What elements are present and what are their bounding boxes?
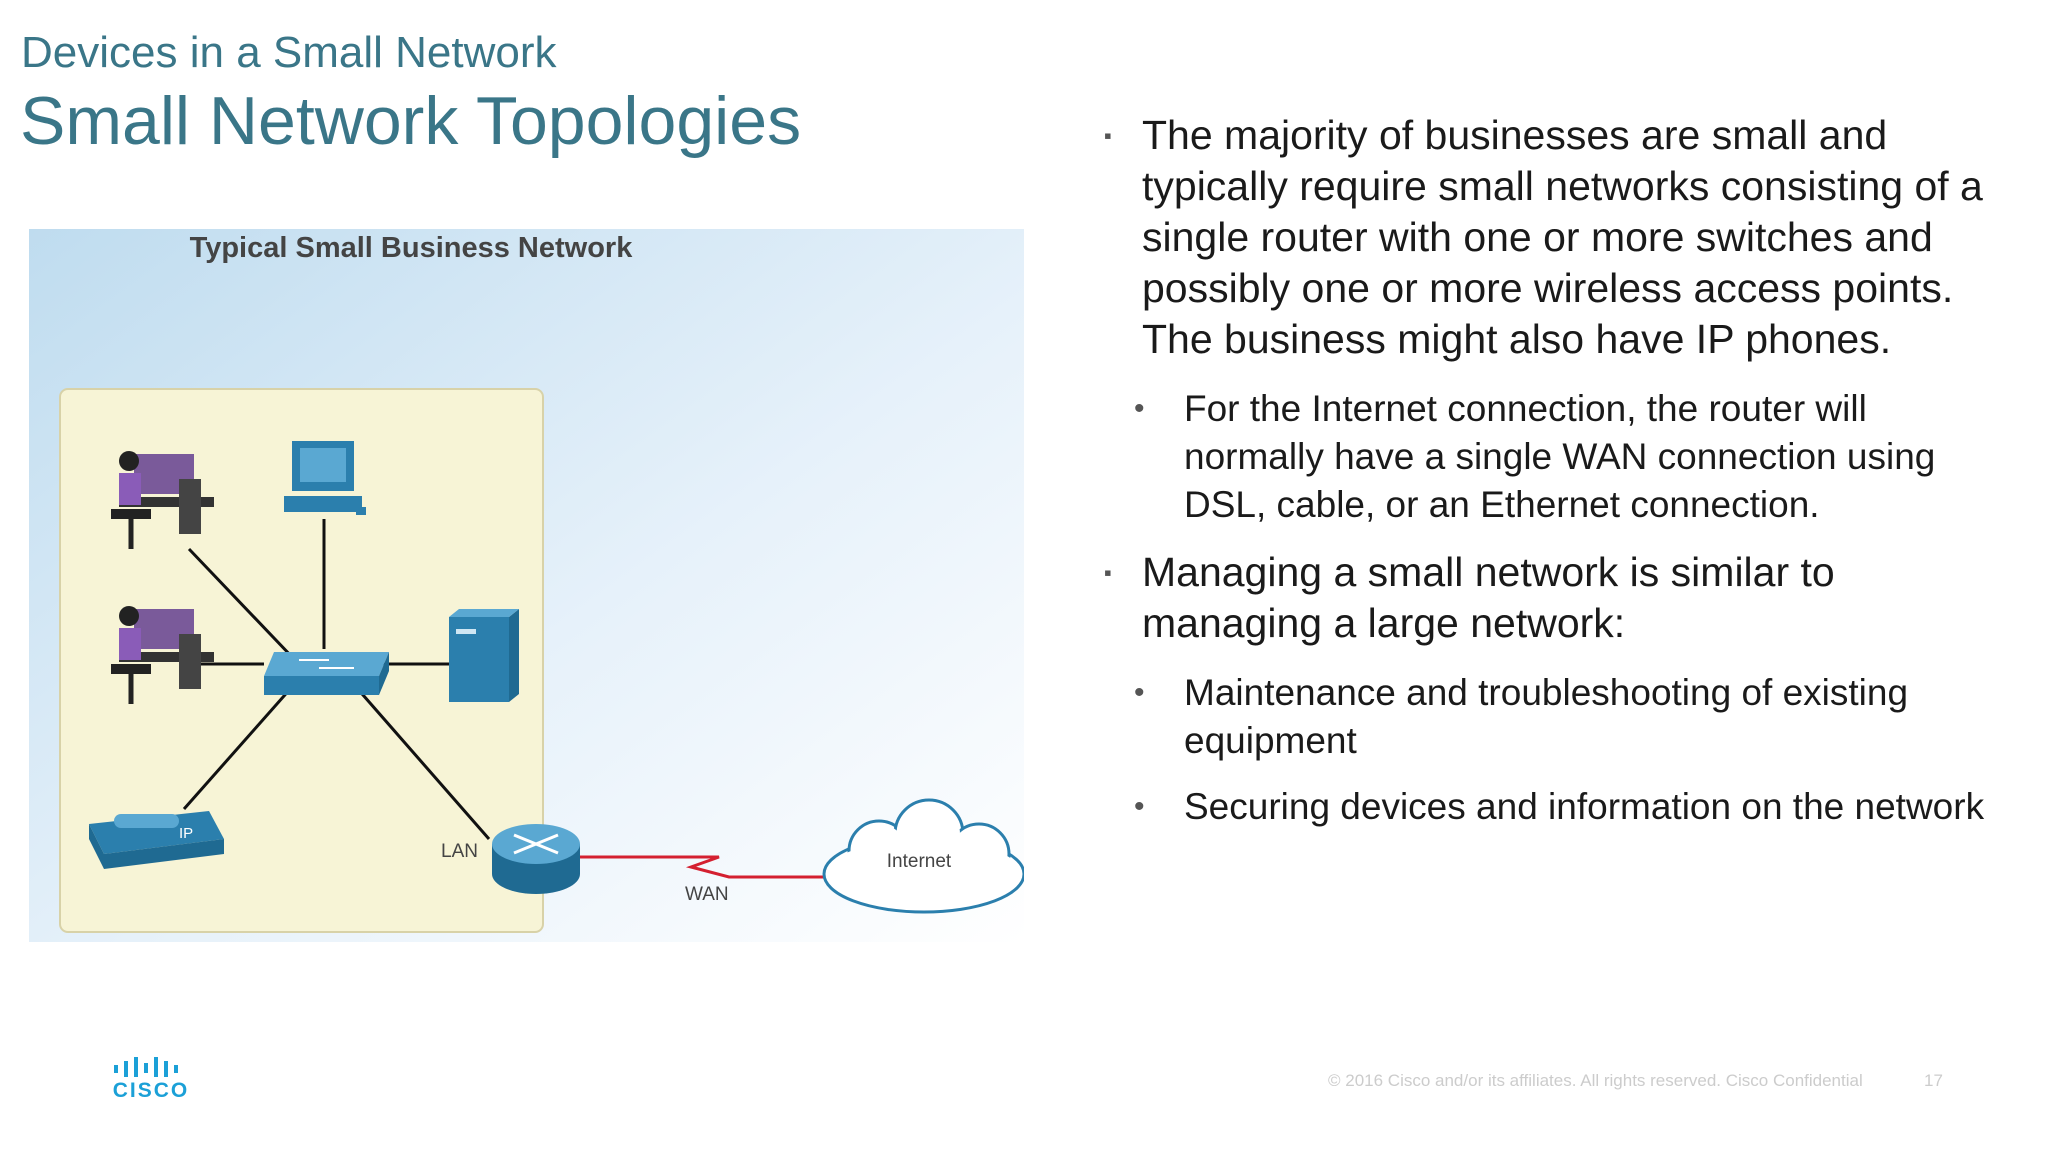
user2-head — [119, 606, 139, 626]
wan-label: WAN — [685, 884, 729, 905]
dot-bullet-icon: • — [1134, 676, 1145, 709]
cisco-logo-text: CISCO — [112, 1079, 190, 1102]
bullet-item-level1: ▪ Managing a small network is similar to… — [1104, 547, 2004, 649]
internet-label: Internet — [887, 851, 952, 872]
user1-head — [119, 451, 139, 471]
user2-tower — [179, 634, 201, 689]
bullet-text: Securing devices and information on the … — [1184, 786, 1985, 827]
switch-arrows — [299, 659, 354, 669]
router — [492, 824, 580, 894]
desktop-pc — [284, 441, 366, 515]
phone-ip-label: IP — [179, 825, 193, 842]
slide-subtitle: Devices in a Small Network — [21, 28, 557, 77]
bullet-item-level2: • Securing devices and information on th… — [1104, 783, 2004, 831]
user1-tower — [179, 479, 201, 534]
bullet-text: Managing a small network is similar to m… — [1142, 549, 1835, 646]
lan-label: LAN — [441, 841, 478, 862]
bullet-text: For the Internet connection, the router … — [1184, 388, 1936, 525]
cisco-logo-bars-icon — [114, 1057, 178, 1077]
user1-body — [119, 473, 141, 505]
user2-desk — [119, 652, 214, 662]
link-switch-phone — [182, 678, 301, 810]
router-arrows — [513, 833, 559, 855]
user-workstation-1 — [111, 451, 214, 549]
phone-side — [89, 824, 104, 869]
user1-chair — [111, 509, 151, 519]
bullet-item-level2: • For the Internet connection, the route… — [1104, 385, 2004, 529]
server — [449, 609, 519, 702]
wan-link — [569, 855, 824, 879]
switch — [264, 652, 389, 695]
pc-mouse — [356, 507, 366, 515]
user2-chair — [111, 664, 151, 674]
cloud-fill — [827, 803, 1021, 909]
ip-phone: IP — [89, 811, 224, 869]
user1-desk — [119, 497, 214, 507]
square-bullet-icon: ▪ — [1104, 123, 1112, 148]
bullet-text: The majority of businesses are small and… — [1142, 112, 1983, 362]
bullet-item-level2: • Maintenance and troubleshooting of exi… — [1104, 669, 2004, 765]
lan-links — [182, 519, 491, 840]
slide-title: Small Network Topologies — [20, 83, 802, 159]
user-workstation-2 — [111, 606, 214, 704]
switch-side — [379, 652, 389, 695]
user2-body — [119, 628, 141, 660]
switch-front — [264, 676, 379, 695]
network-diagram-svg: Typical Small Business Network — [29, 229, 1024, 942]
bullet-text: Maintenance and troubleshooting of exist… — [1184, 672, 1909, 761]
page-number: 17 — [1924, 1071, 1943, 1090]
cisco-logo: CISCO — [110, 1053, 192, 1103]
copyright-notice: © 2016 Cisco and/or its affiliates. All … — [1328, 1071, 1863, 1090]
network-diagram: Typical Small Business Network — [29, 229, 1024, 942]
square-bullet-icon: ▪ — [1104, 560, 1112, 585]
server-drive — [456, 629, 476, 634]
diagram-caption: Typical Small Business Network — [190, 232, 634, 264]
switch-top — [264, 652, 389, 676]
bullet-list: ▪ The majority of businesses are small a… — [1104, 110, 2004, 849]
phone-front — [104, 839, 224, 869]
server-top — [449, 609, 519, 617]
internet-cloud: Internet — [822, 798, 1024, 914]
phone-handset — [114, 814, 179, 828]
bullet-item-level1: ▪ The majority of businesses are small a… — [1104, 110, 2004, 365]
pc-base — [284, 496, 362, 512]
server-side — [509, 609, 519, 702]
link-user1-switch — [187, 547, 296, 661]
link-switch-router — [347, 678, 491, 840]
pc-screen — [300, 448, 346, 482]
dot-bullet-icon: • — [1134, 392, 1145, 425]
dot-bullet-icon: • — [1134, 790, 1145, 823]
